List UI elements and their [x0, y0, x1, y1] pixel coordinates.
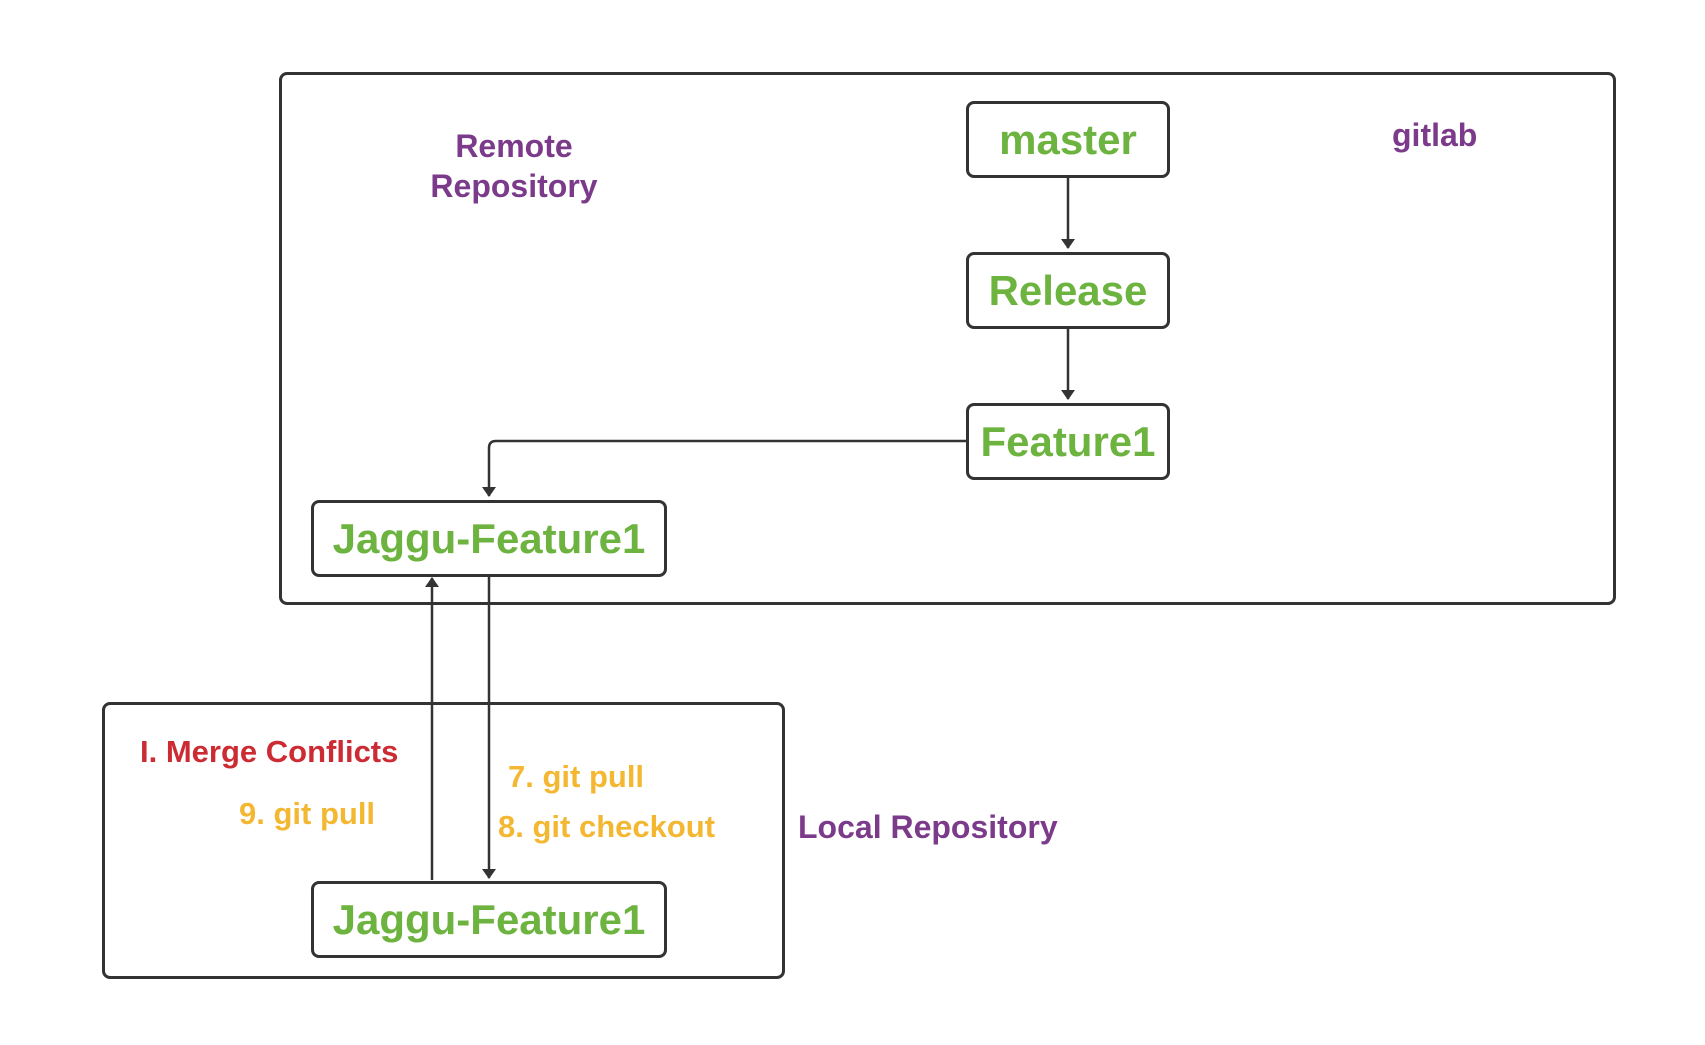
branch-jaggu-feature1-local[interactable]: Jaggu-Feature1	[311, 881, 667, 958]
merge-conflicts-step: I. Merge Conflicts	[140, 734, 399, 769]
branch-feature1[interactable]: Feature1	[966, 403, 1170, 480]
git-checkout-step-8: 8. git checkout	[498, 809, 716, 844]
remote-title-line1: Remote	[455, 128, 573, 164]
git-pull-step-9: 9. git pull	[239, 796, 376, 831]
branch-jaggu-feature1-remote[interactable]: Jaggu-Feature1	[311, 500, 667, 577]
arrow-feature1-to-jaggu-remote	[482, 439, 966, 497]
remote-repository-title: Remote Repository	[426, 126, 602, 206]
remote-title-line2: Repository	[430, 168, 598, 204]
branch-master[interactable]: master	[966, 101, 1170, 178]
remote-repository-frame	[279, 72, 1616, 605]
gitlab-label: gitlab	[1392, 117, 1478, 153]
git-pull-step-7: 7. git pull	[508, 759, 645, 794]
branch-release[interactable]: Release	[966, 252, 1170, 329]
local-repository-frame	[102, 702, 785, 979]
local-repository-title: Local Repository	[798, 809, 1058, 845]
